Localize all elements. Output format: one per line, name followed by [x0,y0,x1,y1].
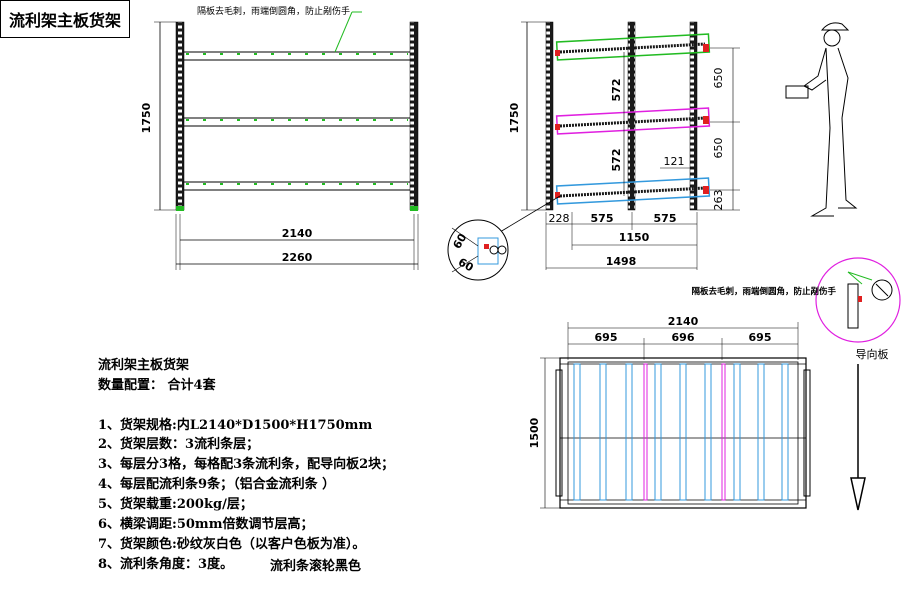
flow-direction-arrow-icon [850,477,866,511]
front-width-inner-dim: 2140 [282,227,313,240]
side-track-mid [555,107,711,135]
side-depth-outer-dim: 1498 [606,255,637,268]
guide-note: 隔板去毛刺，雨端倒圆角，防止剐伤手 [691,286,836,297]
side-gap-dim-1: 650 [712,68,725,89]
side-level-dim-1: 572 [610,79,623,102]
top-width-dim: 2140 [668,315,699,328]
front-view: 隔板去毛刺，雨端倒圆角，防止剐伤手 1750 2140 2260 [140,5,419,270]
side-view: 1750 572 572 650 650 263 121 228 575 575… [508,21,740,270]
side-bottom-dim: 263 [712,190,725,211]
side-track-bottom [555,177,711,205]
spec-heading: 流利架主板货架 [98,358,190,373]
spec-line-8: 8、流利条角度：3度。 [98,557,234,572]
front-feet [176,206,418,211]
drawing-title: 流利架主板货架 [0,0,130,38]
top-bay-dim-3: 695 [749,331,772,344]
spec-line-1: 1、货架规格:内L2140*D1500*H1750mm [98,418,373,433]
spec-line-2: 2、货架层数：3流利条层； [98,437,260,452]
side-depth-inner-dim: 1150 [619,231,650,244]
front-note: 隔板去毛刺，雨端倒圆角，防止剐伤手 [197,5,350,17]
side-top-dim: 121 [664,155,685,168]
side-seg-left-dim: 228 [549,212,570,225]
person-figure [785,22,858,217]
front-width-outer-dim: 2260 [282,251,313,264]
side-gap-dim-2: 650 [712,138,725,159]
top-bay-dim-1: 695 [595,331,618,344]
top-depth-dim: 1500 [528,417,541,448]
front-height-dim: 1750 [140,102,153,133]
spec-line-5: 5、货架载重:200kg/层； [98,497,253,512]
guide-plate-detail: 隔板去毛刺，雨端倒圆角，防止剐伤手 导向板 [691,257,901,361]
guide-label: 导向板 [856,347,889,361]
spec-line-6: 6、横梁调距:50mm倍数调节层高； [98,517,314,532]
front-upright-right [409,21,419,211]
spec-line-4: 4、每层配流利条9条；（铝合金流利条 ） [98,477,336,492]
top-bay-dim-2: 696 [672,331,695,344]
top-view: 2140 695 696 695 1500 [528,315,866,511]
detail-circle: 60 60 [447,195,561,281]
side-seg2-dim: 575 [654,212,677,225]
spec-roller-note: 流利条滚轮黑色 [270,559,362,574]
spec-qty: 数量配置： 合计4套 [98,378,216,393]
side-seg1-dim: 575 [591,212,614,225]
spec-line-7: 7、货架颜色:砂纹灰白色（以客户色板为准）。 [98,537,366,552]
front-rollers [186,53,408,185]
top-view-rails [573,363,789,501]
front-shelves [184,51,410,191]
side-track-top [555,33,711,61]
spec-line-3: 3、每层分3格，每格配3条流利条，配导向板2块； [98,457,395,472]
side-level-dim-2: 572 [610,149,623,172]
front-upright-left [175,21,185,211]
side-height-dim: 1750 [508,102,521,133]
